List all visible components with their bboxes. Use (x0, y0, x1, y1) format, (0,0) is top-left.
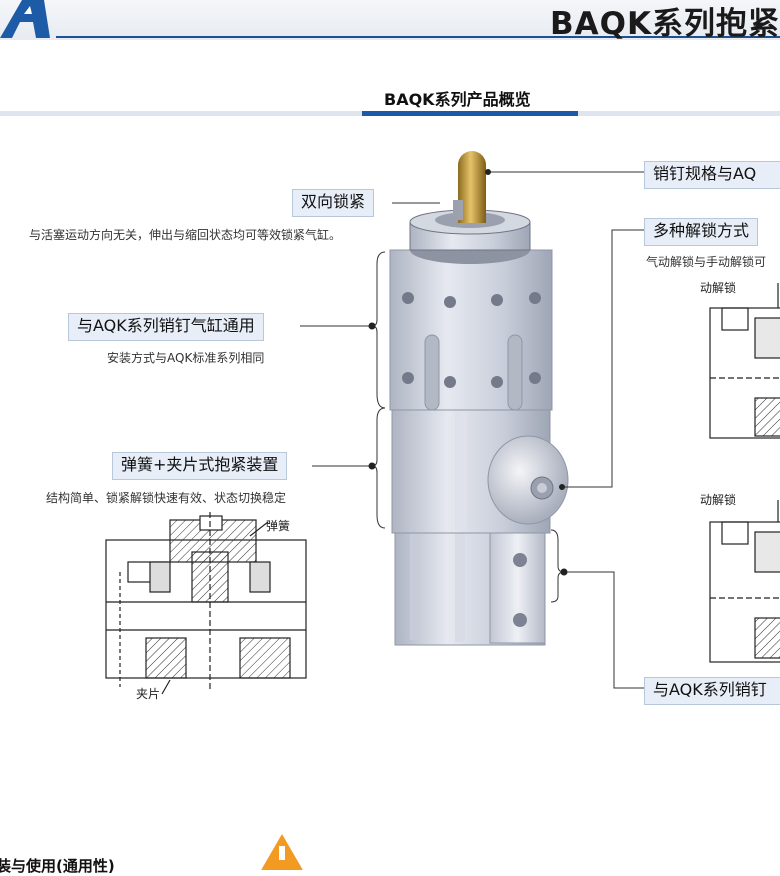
desc-bidirectional-lock: 与活塞运动方向无关，伸出与缩回状态均可等效锁紧气缸。 (29, 228, 342, 242)
desc-unlock-methods: 气动解锁与手动解锁可 (646, 255, 767, 269)
callout-bidirectional-lock: 双向锁紧 (292, 189, 375, 217)
spring-label: 弹簧 (266, 518, 290, 533)
header-band (0, 0, 780, 40)
section-title: BAQK系列产品概览 (384, 90, 531, 109)
installation-usage-heading: 装与使用(通用性) (0, 857, 115, 875)
page-title: BAQK系列抱紧 (550, 6, 780, 42)
callout-aqk-compatible: 与AQK系列销钉气缸通用 (68, 313, 264, 341)
manual-unlock-label: 手动解锁 (700, 492, 736, 507)
callout-pin-spec: 销钉规格与AQ (644, 161, 780, 189)
manual-unlock-diagram: 手动解锁 (700, 492, 780, 663)
product-illustration (300, 151, 644, 689)
spring-clip-section-diagram: 弹簧 夹片 (105, 512, 307, 701)
header-rule (56, 36, 780, 38)
desc-aqk-compatible: 安装方式与AQK标准系列相同 (107, 351, 265, 365)
callout-unlock-methods: 多种解锁方式 (644, 218, 759, 246)
desc-spring-clip: 结构简单、锁紧解锁快速有效、状态切换稳定 (46, 491, 287, 505)
callout-spring-clip: 弹簧+夹片式抱紧装置 (112, 452, 288, 480)
pneumatic-unlock-diagram: 气动解锁 (700, 280, 780, 439)
company-logo (0, 0, 50, 38)
callout-aqk-pin-right: 与AQK系列销钉 (644, 677, 780, 705)
clip-label: 夹片 (136, 687, 160, 701)
section-bar-accent (362, 111, 578, 116)
warning-icon (261, 834, 303, 870)
pneumatic-unlock-label: 气动解锁 (700, 280, 736, 295)
